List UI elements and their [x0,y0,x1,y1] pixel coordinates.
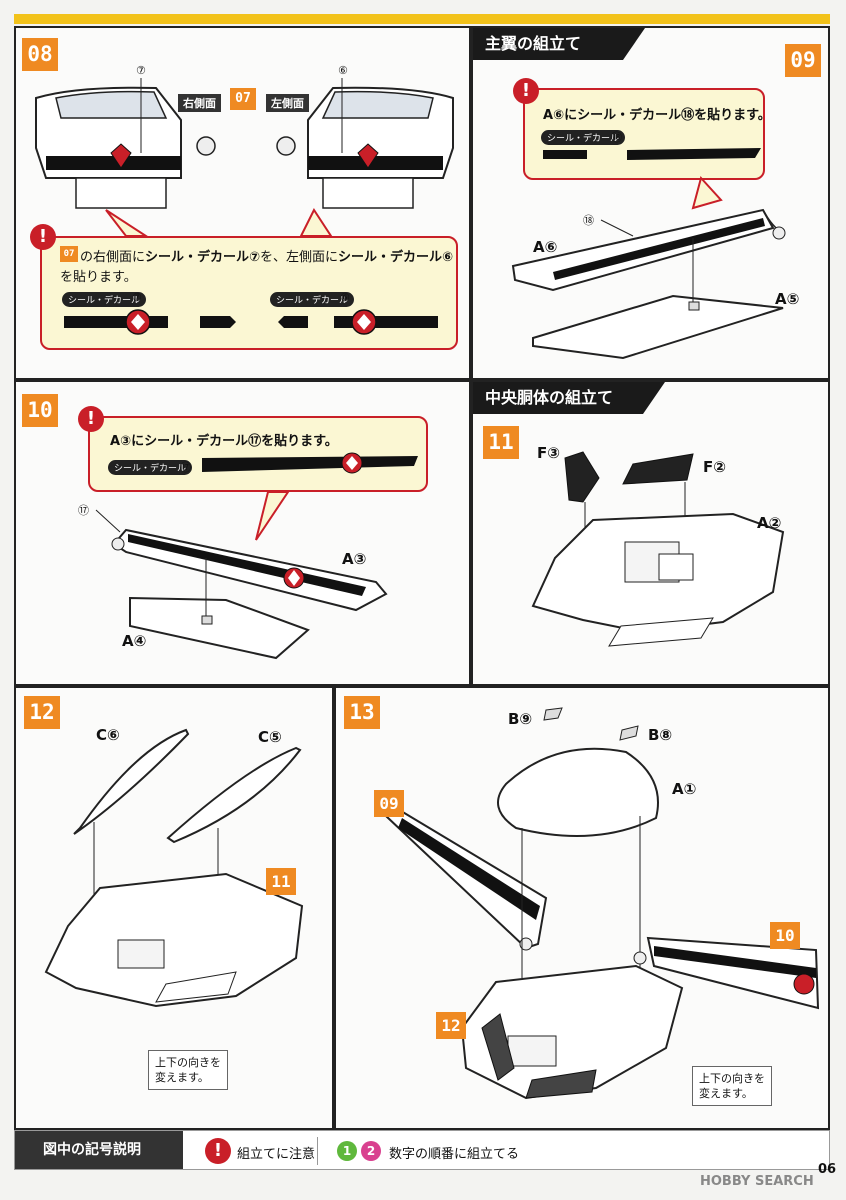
warning-icon: ! [78,406,104,432]
decal-chip: シール・デカール [541,130,626,145]
callout-text-b: シール・デカール⑦ [145,250,261,265]
ref-step-12: 12 [436,1012,466,1039]
note-line-1: 上下の向きを [155,1056,221,1069]
decal-chip-number-b: ⑥ [340,291,350,304]
lower-fuselage-illustration [44,728,304,1008]
decal-chip-number: ⑰ [180,461,191,474]
callout-text-c: を、左側面に [260,250,339,265]
part-b9-label: B⑨ [508,710,533,728]
step-number: 10 [22,394,58,427]
symbol-legend: 図中の記号説明 ! 組立てに注意 1 2 数字の順番に組立てる [14,1130,830,1170]
legend-order-text: 数字の順番に組立てる [389,1147,520,1162]
decal-chip-a: シール・デカール [62,292,147,307]
top-accent-bar [14,14,830,24]
step-number: 11 [483,426,519,459]
callout-text: A③にシール・デカール⑰を貼ります。 [110,434,338,449]
callout-line-2: を貼ります。 [60,270,137,285]
right-side-tag: 右側面 [178,94,221,112]
step-08-callout: ! 07 の右側面にシール・デカール⑦を、左側面にシール・デカール⑥ を貼ります… [30,224,458,350]
step-number: 13 [344,696,380,729]
assembly-illustration [384,707,820,1100]
cockpit-side-illustration [35,78,454,237]
decal-number-right: ⑥ [338,64,348,77]
left-side-tag: 左側面 [266,94,309,112]
decal-strip-17 [202,452,418,474]
part-c5-label: C⑤ [258,728,282,746]
center-fuselage-illustration [531,451,785,647]
step-10-panel: 10 ! A③にシール・デカール⑰を貼ります。 シール・デカール ⑰ ⑰ [14,380,471,686]
note-line-1: 上下の向きを [699,1072,765,1085]
orientation-note: 上下の向きを 変えます。 [692,1066,772,1106]
step-13-panel: 13 B⑨ B⑧ A① 09 10 12 上下の向きを 変えます。 [334,686,830,1130]
ref-step-07-inline: 07 [60,246,78,262]
part-b8-label: B⑧ [648,726,673,744]
part-c6-label: C⑥ [96,726,120,744]
callout-text-d: シール・デカール⑥ [338,250,454,265]
decal-chip-number: ⑱ [611,131,622,144]
callout-line-1: の右側面にシール・デカール⑦を、左側面にシール・デカール⑥ [80,246,453,265]
note-line-2: 変えます。 [699,1087,753,1100]
callout-text-a: の右側面に [80,250,146,265]
step-09-panel: 主翼の組立て 09 ! A⑥にシール・デカール⑱を貼ります。 シール・デカール … [471,26,830,380]
warning-icon: ! [30,224,56,250]
part-a3-label: A③ [342,550,367,568]
ref-step-10: 10 [770,922,800,949]
decal-strip-08 [64,309,438,335]
step-11-panel: 中央胴体の組立て 11 F③ F② A② [471,380,830,686]
main-wing-illustration [511,175,786,360]
decal-number-left: ⑦ [136,64,146,77]
order-1-icon: 1 [337,1141,357,1161]
part-a2-label: A② [757,514,782,532]
page-number: 06 [818,1162,837,1177]
decal-chip: シール・デカール [108,460,193,475]
part-number-18: ⑱ [583,214,594,227]
part-number-17: ⑰ [78,504,89,517]
part-f2-label: F② [703,458,726,476]
legend-title: 図中の記号説明 [15,1131,183,1169]
step-number: 08 [22,38,58,71]
ref-step-09: 09 [374,790,404,817]
watermark: HOBBY SEARCH [700,1174,814,1189]
ref-step-11: 11 [266,868,296,895]
step-number: 09 [785,44,821,77]
part-a6-label: A⑥ [533,238,558,256]
legend-warn-text: 組立てに注意 [237,1147,316,1162]
section-title-center-fuselage: 中央胴体の組立て [473,382,665,414]
step-09-callout: ! A⑥にシール・デカール⑱を貼ります。 シール・デカール ⑱ [513,78,771,180]
wing-a3-illustration [95,491,388,660]
step-number: 12 [24,696,60,729]
part-f3-label: F③ [537,444,560,462]
step-08-panel: 08 ⑦ ⑥ 右側面 07 左側面 ! [14,26,471,380]
ref-step-07: 07 [230,88,256,110]
part-a5-label: A⑤ [775,290,800,308]
legend-divider [317,1137,318,1165]
warning-icon: ! [513,78,539,104]
decal-strip-18 [543,148,761,160]
decal-chip-number-a: ⑦ [132,291,142,304]
part-a4-label: A④ [122,632,147,650]
step-12-panel: 12 C⑥ C⑤ 11 上下の向きを 変えます。 [14,686,334,1130]
warning-icon: ! [205,1138,231,1164]
section-title-main-wing: 主翼の組立て [473,28,645,60]
part-a1-label: A① [672,780,697,798]
order-2-icon: 2 [361,1141,381,1161]
callout-text: A⑥にシール・デカール⑱を貼ります。 [543,108,771,123]
decal-chip-b: シール・デカール [270,292,355,307]
step-10-callout: ! A③にシール・デカール⑰を貼ります。 シール・デカール ⑰ [78,406,428,492]
note-line-2: 変えます。 [155,1071,209,1084]
orientation-note: 上下の向きを 変えます。 [148,1050,228,1090]
